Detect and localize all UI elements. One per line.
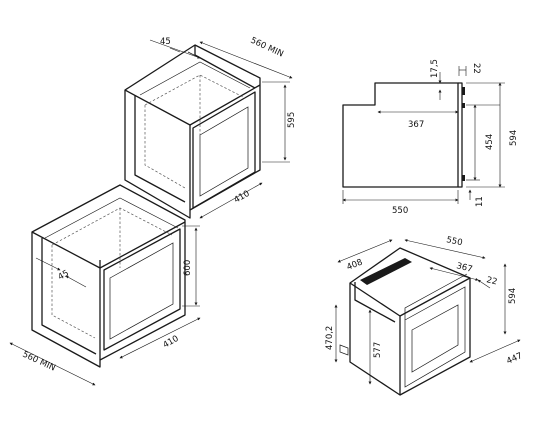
bottom-width-label: 560 MIN [21, 350, 57, 374]
top-depth-label: 45 [160, 37, 171, 47]
bottom-height-label: 600 [183, 260, 193, 276]
side-594-label: 594 [509, 130, 519, 146]
side-550-label: 550 [392, 206, 408, 216]
column-dimension-lines [149, 39, 293, 219]
undercounter-dimension-lines [9, 225, 201, 386]
top-width-label: 560 MIN [249, 36, 285, 60]
iso-367-label: 367 [455, 261, 473, 275]
side-17-5-label: 17,5 [430, 59, 440, 78]
side-22-label: 22 [471, 63, 481, 74]
iso-594-label: 594 [508, 288, 518, 304]
iso-577-label: 577 [373, 342, 383, 358]
iso-447-label: 447 [505, 351, 524, 367]
side-11-label: 11 [475, 196, 485, 207]
undercounter-cabinet-drawing [31, 184, 186, 368]
iso-550-label: 550 [445, 235, 463, 248]
iso-408-label: 408 [345, 257, 364, 272]
isometric-dimension-lines [334, 239, 521, 385]
top-height-label: 595 [287, 112, 297, 128]
side-view-drawing [342, 82, 465, 188]
side-454-label: 454 [485, 134, 495, 150]
bottom-depth-label: 45 [57, 269, 71, 283]
iso-22-label: 22 [485, 275, 498, 287]
top-opening-label: 410 [233, 189, 252, 206]
bottom-opening-label: 410 [162, 334, 181, 351]
iso-470-2-label: 470,2 [325, 326, 335, 350]
isometric-oven-drawing [339, 247, 471, 396]
side-367-label: 367 [408, 120, 424, 130]
side-view-dimension-lines [342, 66, 505, 204]
